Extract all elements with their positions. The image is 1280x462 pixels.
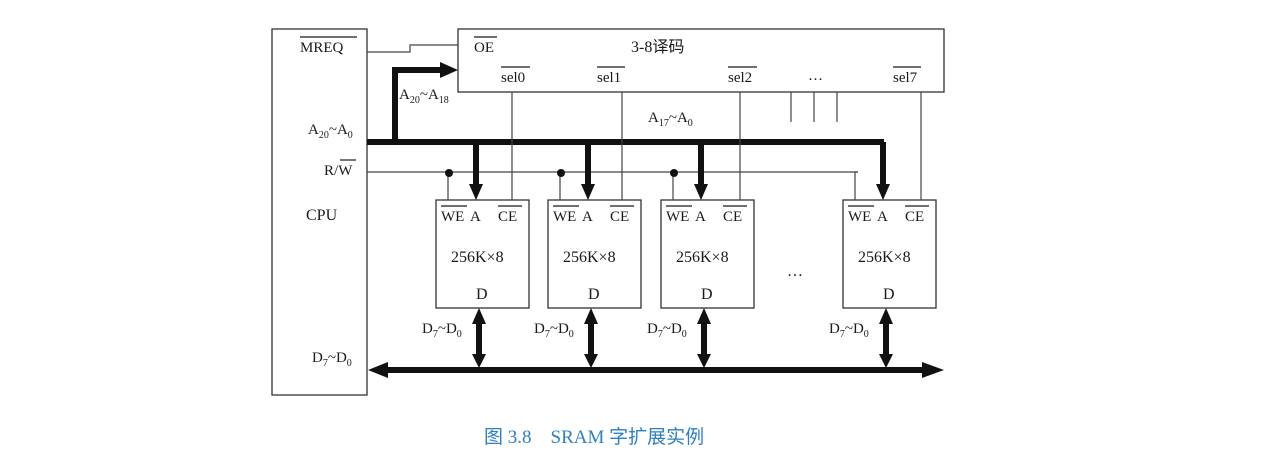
chip-d-label: D: [588, 286, 600, 303]
cpu-rw-label: R/W: [324, 163, 353, 179]
chip-data-label: D7~D0: [534, 321, 574, 340]
chip-address-arrow: [469, 184, 483, 200]
chip-a-label: A: [877, 209, 888, 225]
decoder-output-sel2: sel2: [728, 70, 752, 86]
chip-data-up-arrow: [879, 308, 893, 324]
chip-we-label: WE: [553, 209, 576, 225]
chip-we-junction: [670, 169, 678, 177]
chip-we-label: WE: [848, 209, 871, 225]
chip-box: [435, 199, 530, 309]
chip-data-up-arrow: [697, 308, 711, 324]
chip-data-down-arrow: [697, 354, 711, 368]
chip-we-line: [854, 171, 858, 200]
decoder-output-ellipsis: …: [808, 68, 823, 84]
chip-data-down-arrow: [879, 354, 893, 368]
decoder-output-sel7: sel7: [893, 70, 918, 86]
chip-address-arrow: [876, 184, 890, 200]
chip-ellipsis: …: [787, 263, 803, 280]
chip-ce-label: CE: [905, 209, 924, 225]
data-bus-right-arrow: [922, 362, 944, 378]
decoder-title: 3-8译码: [631, 38, 684, 56]
chip-data-down-arrow: [472, 354, 486, 368]
high-address-arrow: [440, 62, 458, 78]
decoder-box: [457, 28, 945, 93]
decoder-oe-label: OE: [474, 40, 494, 56]
data-bus-left-arrow: [368, 362, 388, 378]
chip-ce-label: CE: [498, 209, 517, 225]
memory-chip-3: WE A CE 256K×8D D7~D0: [829, 92, 937, 368]
chip-address-arrow: [694, 184, 708, 200]
cpu-label: CPU: [306, 207, 338, 224]
chip-d-label: D: [476, 286, 488, 303]
chip-box: [547, 199, 642, 309]
figure-caption: 图 3.8 SRAM 字扩展实例: [484, 426, 704, 448]
chip-ce-label: CE: [723, 209, 742, 225]
decoder-output-sel0: sel0: [501, 70, 525, 86]
chip-box: [842, 199, 937, 309]
chip-data-down-arrow: [584, 354, 598, 368]
chip-we-junction: [445, 169, 453, 177]
chip-a-label: A: [582, 209, 593, 225]
memory-chip-1: WE A CE 256K×8D D7~D0: [534, 92, 642, 368]
mreq-to-oe-line: [367, 44, 458, 53]
chip-we-label: WE: [441, 209, 464, 225]
low-address-label: A17~A0: [648, 110, 693, 129]
chip-d-label: D: [883, 286, 895, 303]
chip-size-label: 256K×8: [563, 249, 616, 266]
memory-chip-2: WE A CE 256K×8D D7~D0: [647, 92, 755, 368]
memory-chip-0: WE A CE 256K×8D D7~D0: [422, 92, 530, 368]
chip-size-label: 256K×8: [676, 249, 729, 266]
high-address-bus: [392, 67, 440, 140]
chip-address-arrow: [581, 184, 595, 200]
chip-data-up-arrow: [472, 308, 486, 324]
chip-data-label: D7~D0: [647, 321, 687, 340]
cpu-address-label: A20~A0: [308, 122, 353, 141]
chip-a-label: A: [695, 209, 706, 225]
chip-size-label: 256K×8: [451, 249, 504, 266]
chip-data-label: D7~D0: [829, 321, 869, 340]
cpu-data-label: D7~D0: [312, 350, 352, 369]
chip-we-junction: [557, 169, 565, 177]
chips-group: WE A CE 256K×8D D7~D0 WE A CE 256K×8D D7~D0 WE A CE 2…: [422, 92, 937, 368]
chip-we-label: WE: [666, 209, 689, 225]
chip-box: [660, 199, 755, 309]
cpu-box: [271, 28, 368, 396]
chip-data-up-arrow: [584, 308, 598, 324]
chip-size-label: 256K×8: [858, 249, 911, 266]
chip-data-label: D7~D0: [422, 321, 462, 340]
cpu-mreq-label: MREQ: [300, 40, 344, 56]
decoder-input-label: A20~A18: [399, 87, 449, 106]
chip-ce-label: CE: [610, 209, 629, 225]
chip-d-label: D: [701, 286, 713, 303]
chip-a-label: A: [470, 209, 481, 225]
decoder-output-sel1: sel1: [597, 70, 621, 86]
